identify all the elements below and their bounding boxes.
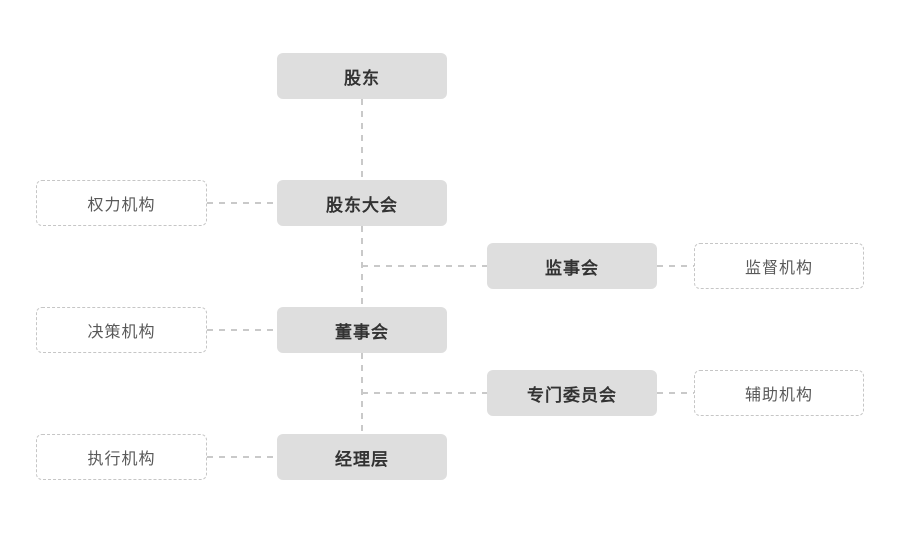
annotation-supervision-organ: 监督机构 [694, 243, 864, 289]
node-supervisory-board: 监事会 [487, 243, 657, 289]
annotation-power-organ-label: 权力机构 [87, 197, 156, 214]
node-management: 经理层 [277, 434, 447, 480]
node-supervisory-board-label: 监事会 [545, 258, 599, 278]
annotation-decision-organ-label: 决策机构 [87, 324, 156, 341]
node-special-committees: 专门委员会 [487, 370, 657, 416]
annotation-power-organ: 权力机构 [36, 180, 207, 226]
node-special-committees-label: 专门委员会 [527, 385, 617, 405]
annotation-decision-organ: 决策机构 [36, 307, 207, 353]
connector-shareholders-to-meeting [361, 99, 363, 180]
annotation-auxiliary-organ-label: 辅助机构 [744, 387, 813, 404]
connector-committees-to-auxiliary [657, 392, 694, 394]
node-board-of-directors-label: 董事会 [335, 322, 389, 342]
node-shareholders-meeting: 股东大会 [277, 180, 447, 226]
annotation-auxiliary-organ: 辅助机构 [694, 370, 864, 416]
connector-trunk-to-committees [362, 392, 487, 394]
connector-executive-to-management [207, 456, 277, 458]
annotation-supervision-organ-label: 监督机构 [744, 260, 813, 277]
connector-decision-to-board [207, 329, 277, 331]
node-shareholders-label: 股东 [344, 68, 380, 88]
connector-trunk-to-supervisory [362, 265, 487, 267]
annotation-executive-organ: 执行机构 [36, 434, 207, 480]
node-shareholders-meeting-label: 股东大会 [326, 195, 398, 215]
node-shareholders: 股东 [277, 53, 447, 99]
connector-supervisory-to-supervision [657, 265, 694, 267]
node-board-of-directors: 董事会 [277, 307, 447, 353]
connector-power-to-meeting [207, 202, 277, 204]
annotation-executive-organ-label: 执行机构 [87, 451, 156, 468]
node-management-label: 经理层 [335, 449, 389, 469]
